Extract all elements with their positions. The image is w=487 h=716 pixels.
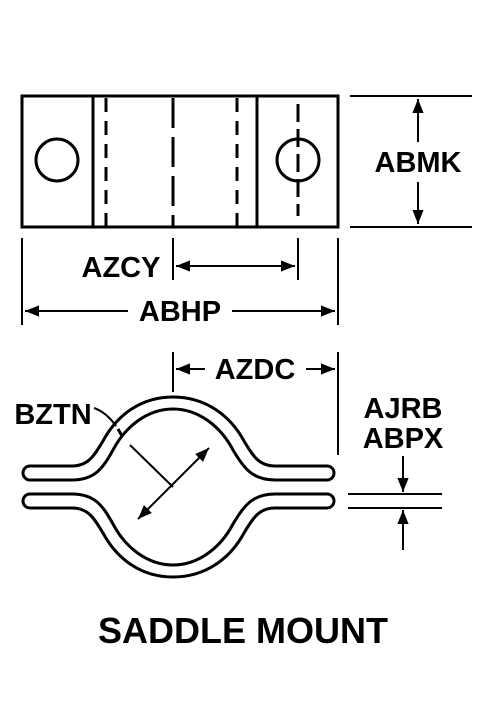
label-bztn: BZTN <box>14 399 91 431</box>
dimension-azcy-abhp <box>21 238 339 325</box>
label-azcy: AZCY <box>82 252 161 284</box>
label-abmk: ABMK <box>375 147 462 179</box>
dimension-abmk <box>350 95 472 228</box>
label-abhp: ABHP <box>139 296 221 328</box>
pipe-radius-line <box>129 444 174 488</box>
label-azdc: AZDC <box>215 354 296 386</box>
saddle-outer-profile <box>21 395 336 482</box>
label-abpx: ABPX <box>363 423 444 455</box>
dimension-thickness <box>348 456 442 550</box>
mounting-hole-left <box>34 137 80 183</box>
label-ajrb: AJRB <box>364 393 443 425</box>
drawing-title: SADDLE MOUNT <box>98 610 388 651</box>
leader-bztn <box>93 407 117 427</box>
top-view-body <box>20 94 340 229</box>
side-view <box>21 395 336 579</box>
leader-bztn-tick <box>116 428 124 437</box>
top-view <box>20 94 340 229</box>
dimension-bztn <box>93 407 210 520</box>
arrow-bztn <box>137 447 210 520</box>
saddle-inner-profile <box>21 492 336 579</box>
dimension-azdc <box>172 352 339 455</box>
